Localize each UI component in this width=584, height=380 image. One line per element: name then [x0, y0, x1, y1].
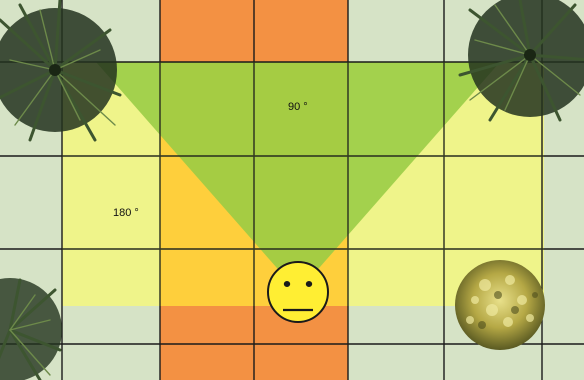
right-eye	[306, 281, 312, 287]
narrow-angle-label: 90 °	[288, 101, 308, 113]
neutral-face-icon	[268, 262, 328, 322]
leafy-shrub-bottom-right	[455, 260, 545, 350]
wide-angle-label: 180 °	[113, 207, 139, 219]
left-eye	[284, 281, 290, 287]
